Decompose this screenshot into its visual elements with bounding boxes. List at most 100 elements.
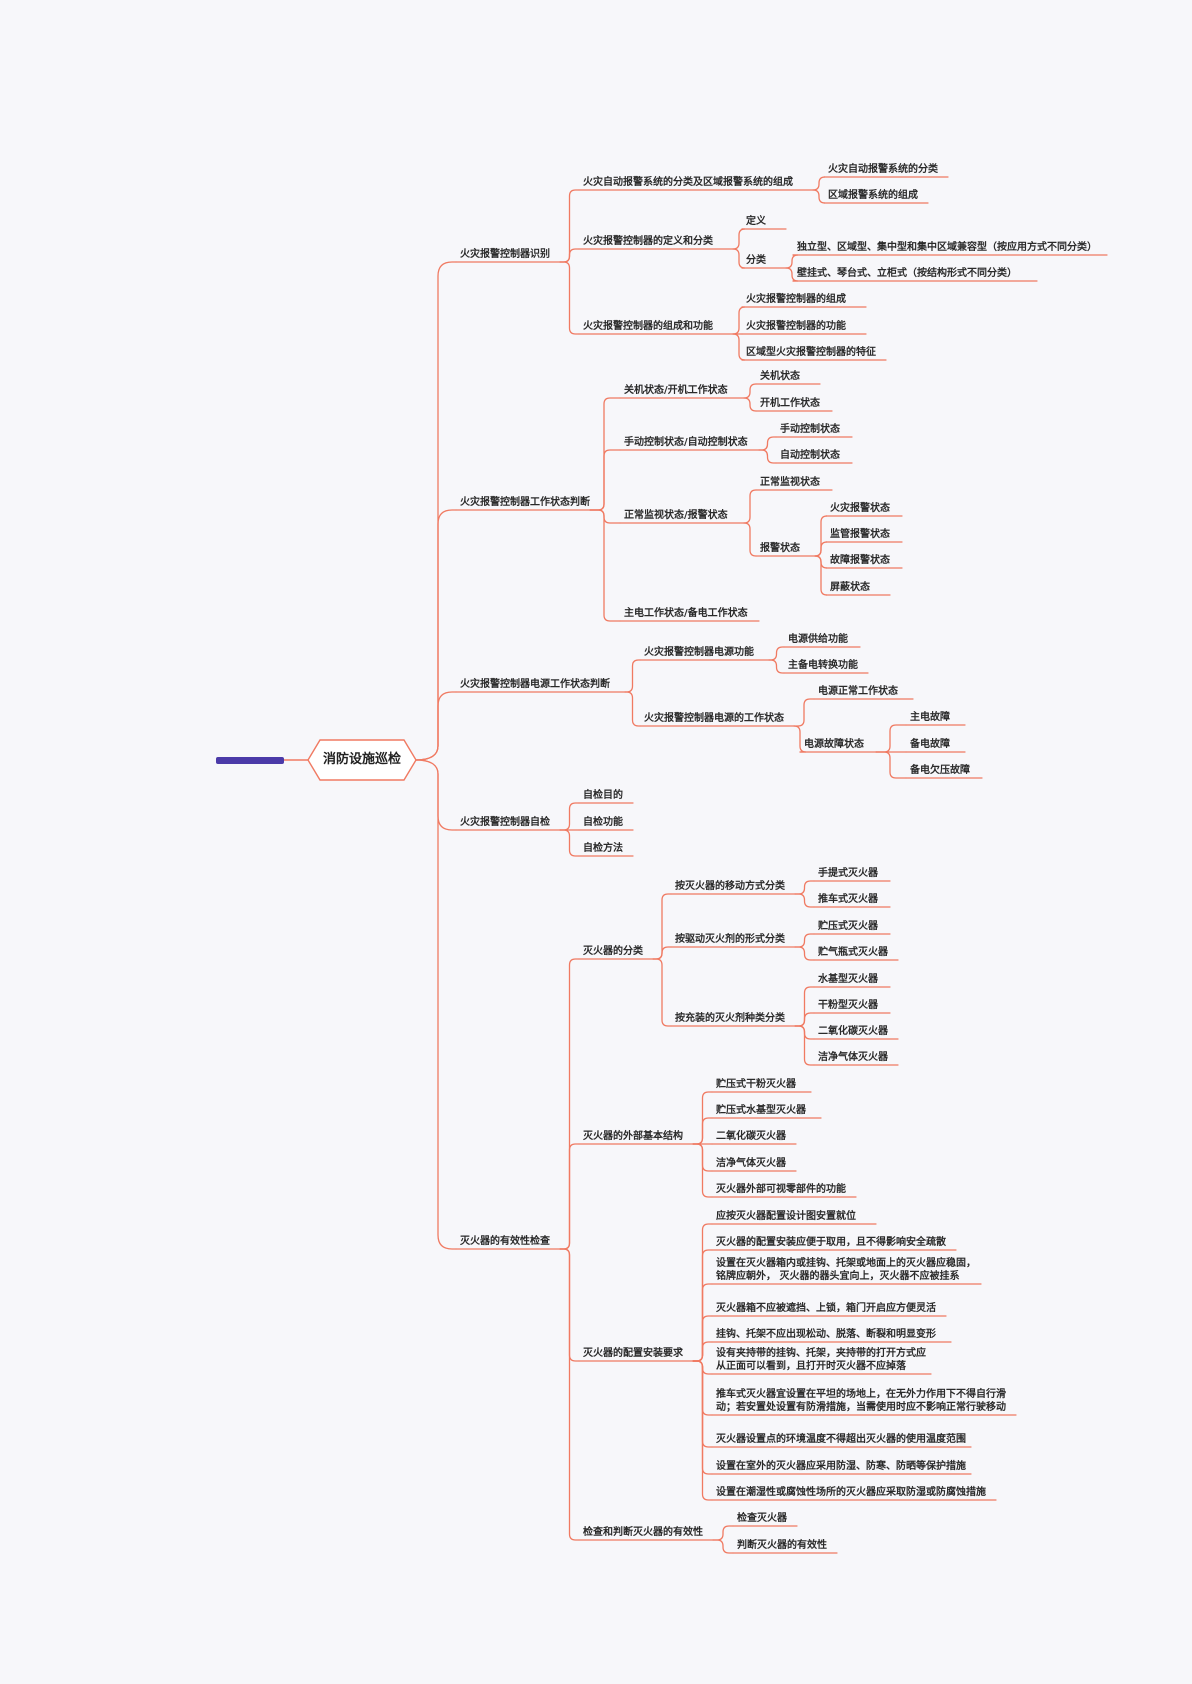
connector — [415, 509, 457, 761]
mind-map-node[interactable]: 火灾报警控制器的定义和分类 — [583, 236, 713, 247]
connector — [589, 509, 621, 622]
mind-map-node[interactable]: 屏蔽状态 — [830, 582, 870, 593]
connector — [768, 646, 785, 661]
mind-map-node[interactable]: 灭火器的有效性检查 — [460, 1236, 550, 1247]
connector — [559, 802, 580, 831]
mind-map-node[interactable]: 按驱动灭火剂的形式分类 — [675, 934, 785, 945]
mind-map-node[interactable]: 二氧化碳灭火器 — [818, 1026, 888, 1037]
mind-map-node[interactable]: 报警状态 — [760, 543, 800, 554]
mind-map-node[interactable]: 判断灭火器的有效性 — [737, 1540, 827, 1551]
mind-map-node[interactable]: 手动控制状态/自动控制状态 — [624, 437, 748, 448]
mind-map-node[interactable]: 火灾报警控制器的功能 — [746, 321, 846, 332]
mind-map-node[interactable]: 自检目的 — [583, 790, 623, 801]
root-node[interactable]: 消防设施巡检 — [322, 752, 401, 767]
connector — [712, 1525, 734, 1541]
mind-map-node[interactable]: 分类 — [746, 255, 766, 266]
connector — [812, 189, 826, 204]
connector — [743, 383, 757, 399]
connector — [758, 436, 777, 451]
mind-map-node[interactable]: 按灭火器的移动方式分类 — [675, 881, 785, 892]
mind-map-node[interactable]: 水基型灭火器 — [818, 974, 878, 985]
mind-map-node[interactable]: 干粉型灭火器 — [818, 1000, 878, 1011]
mind-map-node[interactable]: 推车式灭火器宜设置在平坦的场地上，在无外力作用下不得自行滑动；若安置处设置有防滑… — [716, 1389, 1006, 1413]
mind-map-node[interactable]: 监管报警状态 — [830, 529, 890, 540]
mind-map-node[interactable]: 主电故障 — [910, 712, 950, 723]
mind-map-node[interactable]: 设有夹持带的挂钩、托架，夹持带的打开方式应从正面可以看到，且打开时灭火器不应掉落 — [716, 1348, 926, 1372]
mind-map-node[interactable]: 火灾自动报警系统的分类及区域报警系统的组成 — [583, 177, 793, 188]
connector — [743, 489, 757, 524]
mind-map-node[interactable]: 贮压式水基型灭火器 — [716, 1105, 806, 1116]
mind-map-node[interactable]: 灭火器外部可视零部件的功能 — [716, 1184, 846, 1195]
mind-map-node[interactable]: 灭火器的分类 — [583, 946, 643, 957]
connector — [875, 751, 907, 779]
mind-map-node[interactable]: 关机状态 — [760, 371, 800, 382]
mind-map-node[interactable]: 火灾报警控制器电源功能 — [644, 647, 754, 658]
mind-map-node[interactable]: 正常监视状态/报警状态 — [624, 510, 728, 521]
connector — [814, 541, 828, 557]
connector — [743, 397, 757, 412]
mind-map-node[interactable]: 正常监视状态 — [760, 477, 820, 488]
mind-map-node[interactable]: 洁净气体灭火器 — [716, 1158, 786, 1169]
connector — [793, 698, 815, 727]
mind-map-node[interactable]: 设置在室外的灭火器应采用防湿、防寒、防晒等保护措施 — [716, 1461, 966, 1472]
mind-map-node[interactable]: 检查和判断灭火器的有效性 — [583, 1527, 703, 1538]
mind-map-node[interactable]: 火灾报警控制器的组成 — [746, 294, 846, 305]
mind-map-node[interactable]: 定义 — [746, 216, 766, 227]
mind-map-node[interactable]: 洁净气体灭火器 — [818, 1052, 888, 1063]
mind-map-node[interactable]: 备电故障 — [910, 739, 950, 750]
mind-map-node[interactable]: 火灾报警控制器电源的工作状态 — [644, 713, 784, 724]
mind-map-node[interactable]: 推车式灭火器 — [818, 894, 878, 905]
mind-map-node[interactable]: 关机状态/开机工作状态 — [624, 385, 728, 396]
mind-map-node[interactable]: 灭火器的外部基本结构 — [583, 1131, 683, 1142]
connector — [415, 691, 457, 761]
mind-map-node[interactable]: 火灾报警控制器工作状态判断 — [460, 497, 590, 508]
mind-map-node[interactable]: 电源故障状态 — [804, 739, 864, 750]
mind-map-node[interactable]: 设置在潮湿性或腐蚀性场所的灭火器应采取防湿或防腐蚀措施 — [716, 1487, 986, 1498]
mind-map-node[interactable]: 火灾自动报警系统的分类 — [828, 164, 938, 175]
mind-map-node[interactable]: 贮压式灭火器 — [818, 921, 878, 932]
mind-map-node[interactable]: 按充装的灭火剂种类分类 — [675, 1013, 785, 1024]
mind-map-node[interactable]: 贮压式干粉灭火器 — [716, 1079, 796, 1090]
mind-map-node[interactable]: 主备电转换功能 — [788, 660, 858, 671]
connector — [732, 228, 746, 250]
mind-map-node[interactable]: 手动控制状态 — [780, 424, 840, 435]
connector — [692, 1341, 713, 1362]
mind-map-node[interactable]: 独立型、区域型、集中型和集中区域兼容型（按应用方式不同分类） — [797, 242, 1097, 253]
connector — [692, 1143, 713, 1198]
mind-map-node[interactable]: 手提式灭火器 — [818, 868, 878, 879]
mind-map-node[interactable]: 故障报警状态 — [830, 555, 890, 566]
mind-map-node[interactable]: 火灾报警控制器识别 — [460, 249, 550, 260]
mind-map-node[interactable]: 电源正常工作状态 — [818, 686, 898, 697]
mind-map-node[interactable]: 自检功能 — [583, 817, 623, 828]
mind-map-node[interactable]: 应按灭火器配置设计图安置就位 — [716, 1211, 856, 1222]
connector — [589, 397, 621, 511]
mind-map-node[interactable]: 火灾报警控制器自检 — [460, 817, 550, 828]
mind-map-node[interactable]: 设置在灭火器箱内或挂钩、托架或地面上的灭火器应稳固，铭牌应朝外， 灭火器的器头宜… — [716, 1258, 976, 1282]
mind-map-node[interactable]: 灭火器的配置安装应便于取用，且不得影响安全疏散 — [716, 1237, 946, 1248]
mind-map-node[interactable]: 备电欠压故障 — [910, 765, 970, 776]
mind-map-node[interactable]: 区域报警系统的组成 — [828, 190, 918, 201]
connector — [793, 725, 807, 753]
mind-map-node[interactable]: 开机工作状态 — [760, 398, 820, 409]
mind-map-node[interactable]: 壁挂式、琴台式、立柜式（按结构形式不同分类） — [797, 268, 1017, 279]
mind-map-node[interactable]: 火灾报警控制器电源工作状态判断 — [460, 679, 610, 690]
mind-map-node[interactable]: 自动控制状态 — [780, 450, 840, 461]
mind-map-node[interactable]: 灭火器的配置安装要求 — [583, 1348, 683, 1359]
mind-map-node[interactable]: 火灾报警状态 — [830, 503, 890, 514]
mind-map-node[interactable]: 区域型火灾报警控制器的特征 — [746, 347, 876, 358]
mind-map-node[interactable]: 灭火器设置点的环境温度不得超出灭火器的使用温度范围 — [716, 1434, 966, 1445]
connector — [415, 759, 457, 1250]
mind-map-node[interactable]: 火灾报警控制器的组成和功能 — [583, 321, 713, 332]
mind-map-node[interactable]: 挂钩、托架不应出现松动、脱落、断裂和明显变形 — [716, 1329, 936, 1340]
mind-map-node[interactable]: 自检方法 — [583, 843, 623, 854]
connector — [794, 880, 815, 895]
connector — [624, 691, 641, 727]
mind-map-node[interactable]: 电源供给功能 — [788, 634, 848, 645]
mind-map-node[interactable]: 检查灭火器 — [737, 1513, 787, 1524]
connector — [415, 759, 457, 831]
mind-map-node[interactable]: 主电工作状态/备电工作状态 — [624, 608, 748, 619]
mind-map-node[interactable]: 贮气瓶式灭火器 — [818, 947, 888, 958]
mind-map-node[interactable]: 灭火器箱不应被遮挡、上锁，箱门开启应方便灵活 — [716, 1303, 936, 1314]
mind-map-node[interactable]: 二氧化碳灭火器 — [716, 1131, 786, 1142]
